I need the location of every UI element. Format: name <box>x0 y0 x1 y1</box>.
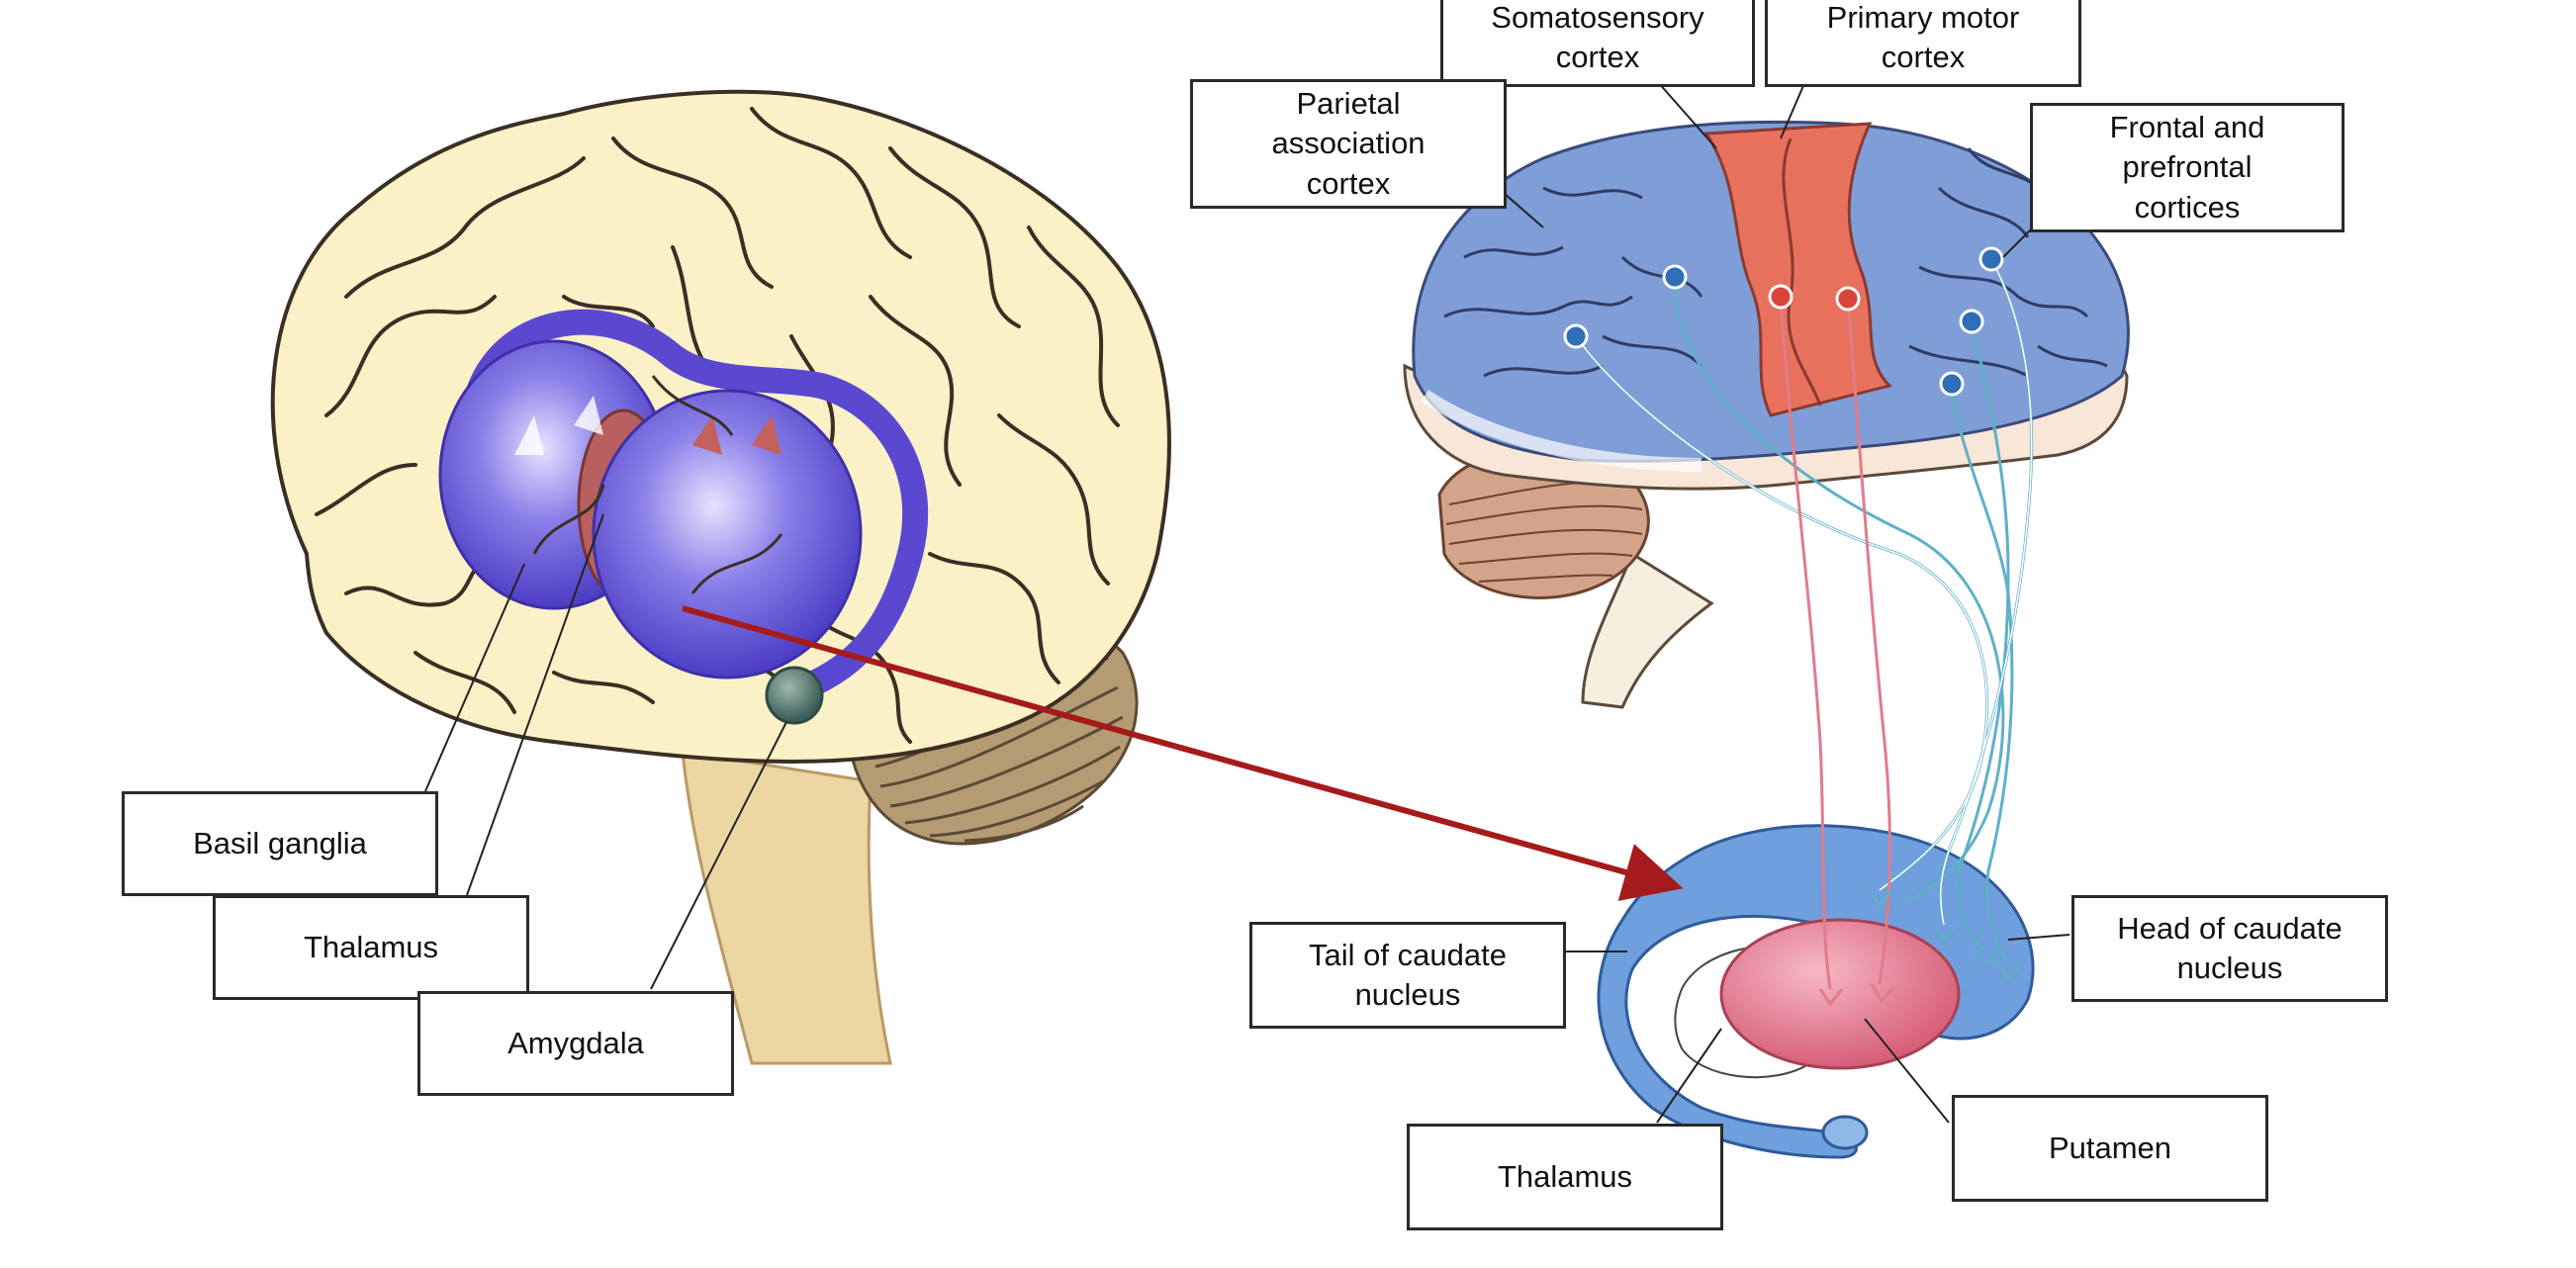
left-leader-lines <box>424 513 787 990</box>
label-tail-of-caudate: Tail of caudate nucleus <box>1249 922 1566 1029</box>
right-motor-strip <box>1703 122 1892 417</box>
left-gyri-overlay <box>532 375 783 594</box>
right-leader-lines <box>1503 80 2070 1124</box>
label-parietal-association-cortex: Parietal association cortex <box>1190 79 1507 209</box>
caudate-nucleus <box>1597 824 2035 1159</box>
basal-ganglia-right-lobe <box>592 389 863 679</box>
label-primary-motor-cortex: Primary motor cortex <box>1765 0 2081 87</box>
right-brain-illustration <box>1403 120 2130 1159</box>
label-thalamus-left: Thalamus <box>213 895 529 1000</box>
right-brainstem <box>1581 551 1714 709</box>
putamen-body <box>1719 918 1961 1070</box>
label-thalamus-right: Thalamus <box>1407 1124 1723 1230</box>
left-brain-illustration <box>270 89 1171 1065</box>
label-basil-ganglia: Basil ganglia <box>122 791 438 896</box>
label-somatosensory-cortex: Somatosensory cortex <box>1440 0 1755 87</box>
label-frontal-prefrontal-cortices: Frontal and prefrontal cortices <box>2030 103 2345 232</box>
caudate-arc <box>462 309 929 705</box>
fiber-terminals <box>1818 983 1896 1007</box>
cortical-neurons <box>1563 246 2004 397</box>
caudate-tail-end <box>1821 1115 1869 1150</box>
label-amygdala: Amygdala <box>417 991 734 1096</box>
connector-arrow <box>682 605 1684 901</box>
projection-fibers <box>1574 258 2034 990</box>
label-putamen: Putamen <box>1952 1095 2268 1202</box>
left-brainstem <box>681 750 892 1065</box>
left-amygdala <box>765 666 824 725</box>
left-basal-ganglia <box>438 309 929 705</box>
label-head-of-caudate: Head of caudate nucleus <box>2071 895 2388 1002</box>
